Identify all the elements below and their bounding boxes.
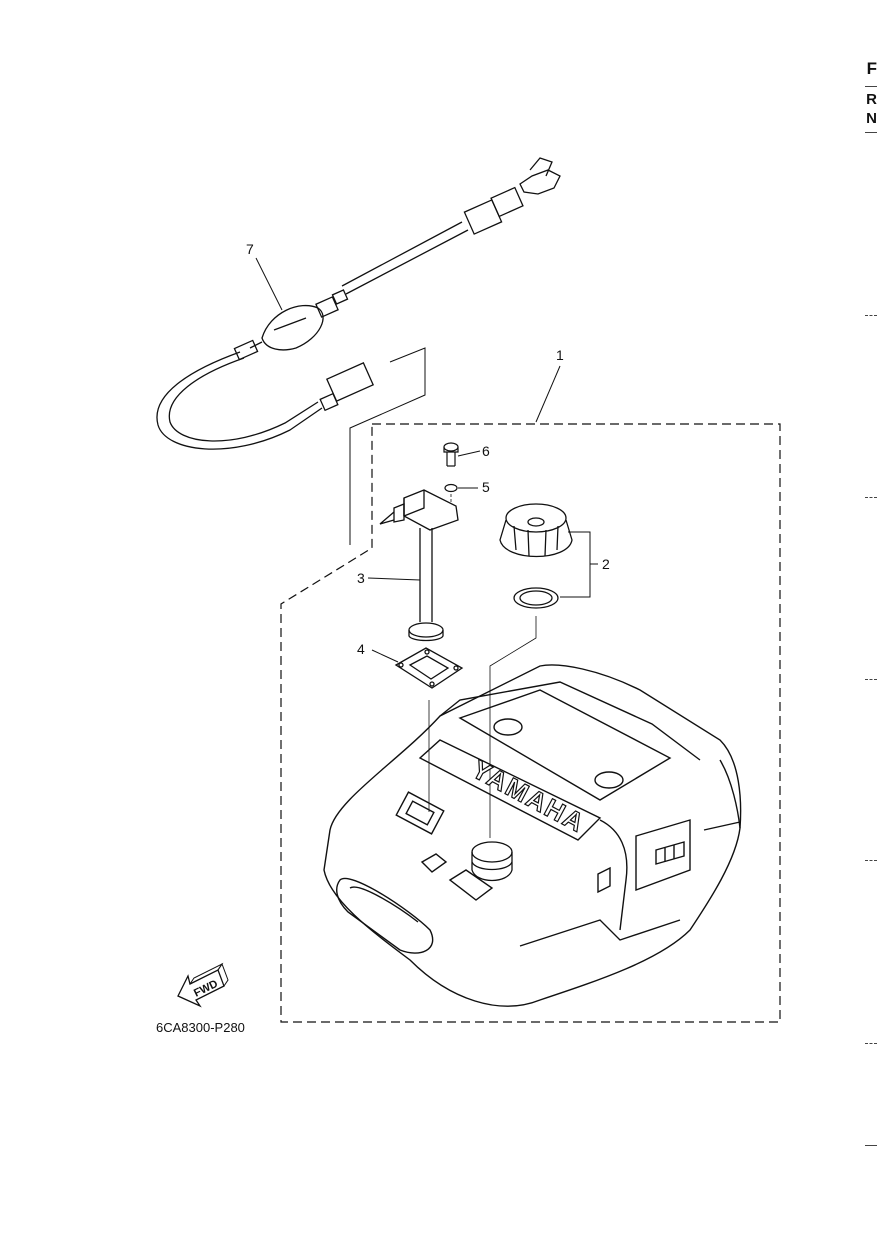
edge-tick <box>865 315 877 316</box>
edge-letter-r: R <box>866 91 877 108</box>
fuel-hose-assembly <box>156 157 561 545</box>
washer-screw-parts <box>443 442 481 502</box>
edge-letter-n: N <box>866 110 877 127</box>
tank-brand-lettering: YAMAHA <box>467 754 590 839</box>
assembly-boundary <box>280 423 781 1023</box>
callout-5: 5 <box>482 479 490 495</box>
callout-4: 4 <box>357 641 365 657</box>
callout-2: 2 <box>602 556 610 572</box>
callout-7: 7 <box>246 241 254 257</box>
primer-bulb <box>261 304 324 351</box>
fuel-cap-part <box>489 503 598 838</box>
figure-code: 6CA8300-P280 <box>156 1020 245 1035</box>
gasket-part <box>371 647 464 812</box>
edge-rule <box>865 1145 877 1146</box>
edge-letter-f: F <box>866 59 877 78</box>
callout-1: 1 <box>556 347 564 363</box>
edge-tick <box>865 497 877 498</box>
edge-rule <box>865 86 877 87</box>
tank-filler-neck <box>471 841 513 882</box>
fuel-tank-body <box>323 664 742 1007</box>
edge-tick <box>865 860 877 861</box>
fwd-arrow-icon: FWD <box>177 962 229 1008</box>
callout-6: 6 <box>482 443 490 459</box>
callout-1-leader <box>535 365 561 423</box>
fuel-gauge-part <box>367 489 459 642</box>
edge-rule <box>865 132 877 133</box>
callout-3: 3 <box>357 570 365 586</box>
edge-tick <box>865 679 877 680</box>
edge-tick <box>865 1043 877 1044</box>
